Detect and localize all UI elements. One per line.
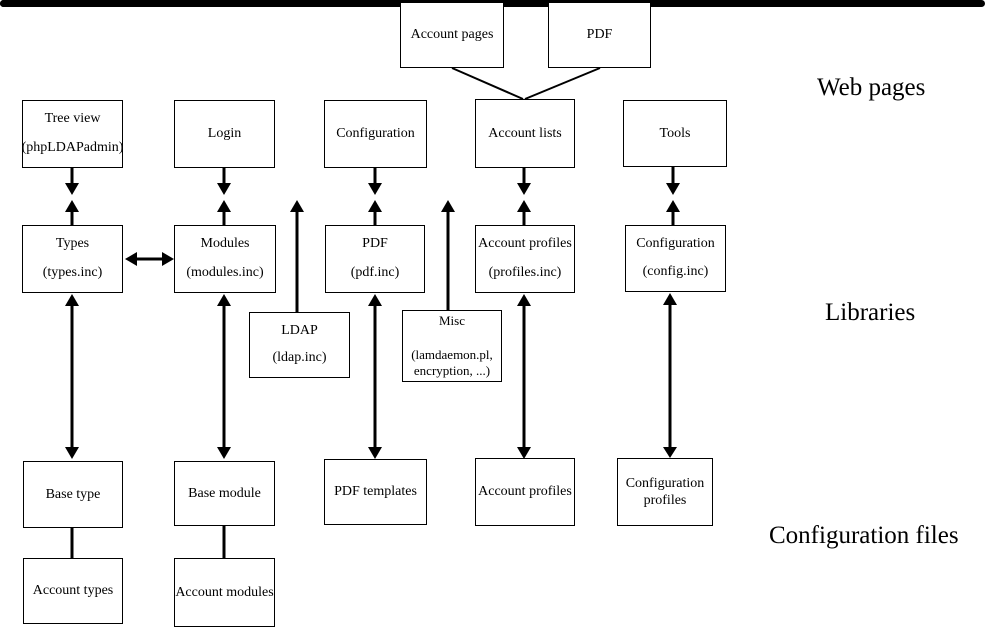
node-label: Tools <box>659 125 691 141</box>
edge-tools-configuration-lib <box>666 167 680 226</box>
node-label: LDAP <box>281 323 318 338</box>
node-label: Base module <box>188 485 261 501</box>
node-label: Types <box>55 236 90 251</box>
node-label: Account pages <box>410 27 494 42</box>
edge-ldap-to-bus <box>290 200 304 313</box>
node-label: Configuration <box>636 236 715 251</box>
node-label: Misc <box>439 313 465 328</box>
node-login: Login <box>174 100 275 168</box>
node-sublabel: (profiles.inc) <box>488 265 562 280</box>
edge-config-lib-config-profiles <box>663 293 677 458</box>
edge-pdf-lib-pdf-templates <box>368 294 382 459</box>
node-sublabel: (modules.inc) <box>186 265 264 280</box>
node-configuration-lib: Configuration (config.inc) <box>625 225 726 292</box>
node-label: Account profiles <box>478 236 572 251</box>
node-misc-lib: Misc (lamdaemon.pl, encryption, ...) <box>402 310 502 382</box>
node-pdf-templates: PDF templates <box>324 459 427 525</box>
node-account-lists: Account lists <box>475 99 575 168</box>
node-sublabel: profiles <box>643 493 687 508</box>
node-tree-view: Tree view (phpLDAPadmin) <box>22 100 123 168</box>
node-account-profiles-lib: Account profiles (profiles.inc) <box>475 225 575 293</box>
node-base-type: Base type <box>23 461 123 528</box>
node-label: Configuration <box>625 476 705 491</box>
node-ldap-lib: LDAP (ldap.inc) <box>249 312 350 378</box>
node-pdf-page: PDF <box>548 2 651 68</box>
edge-configuration-pdf-lib <box>368 168 382 226</box>
node-label: Login <box>207 126 242 141</box>
edge-types-base-type <box>65 294 79 459</box>
node-base-module: Base module <box>174 461 275 526</box>
node-pdf-lib: PDF (pdf.inc) <box>325 225 425 293</box>
node-label: Account modules <box>175 584 274 600</box>
node-account-pages: Account pages <box>400 2 504 68</box>
node-configuration-page: Configuration <box>324 100 427 168</box>
node-account-types: Account types <box>23 558 123 624</box>
section-label-configuration-files: Configuration files <box>769 522 959 549</box>
node-account-profiles-files: Account profiles <box>475 458 575 526</box>
section-label-libraries: Libraries <box>825 299 916 326</box>
edge-profiles-lib-profiles-files <box>517 294 531 459</box>
edge-types-modules <box>125 252 174 266</box>
node-label: Account profiles <box>478 484 572 499</box>
node-label: Account lists <box>488 125 562 141</box>
edge-login-modules <box>217 168 231 226</box>
node-label: Base type <box>45 486 101 502</box>
node-modules-lib: Modules (modules.inc) <box>174 225 276 293</box>
edge-tree-view-types <box>65 168 79 226</box>
node-label: PDF <box>586 27 613 42</box>
node-sublabel: (pdf.inc) <box>350 265 400 280</box>
node-label: PDF templates <box>334 484 417 499</box>
node-label: PDF <box>362 236 388 251</box>
node-sublabel: (ldap.inc) <box>272 350 327 365</box>
node-label: Account types <box>32 583 114 598</box>
node-sublabel: (types.inc) <box>42 265 103 280</box>
edge-account-lists-account-profiles <box>517 168 531 226</box>
node-label: Modules <box>200 236 250 251</box>
edge-account-pages-to-account-lists <box>451 67 524 100</box>
node-label: Configuration <box>336 126 415 141</box>
node-tools: Tools <box>623 100 727 167</box>
node-account-modules: Account modules <box>174 558 275 627</box>
edge-misc-to-bus <box>441 200 455 311</box>
node-configuration-profiles: Configuration profiles <box>617 458 713 526</box>
node-label: Tree view <box>44 111 101 126</box>
edge-pdf-page-to-account-lists <box>524 67 601 100</box>
edge-modules-base-module <box>217 294 231 459</box>
node-sublabel: (config.inc) <box>642 264 709 279</box>
node-sublabel: (phpLDAPadmin) <box>21 140 124 155</box>
section-label-web-pages: Web pages <box>817 74 926 101</box>
node-sublabel: (lamdaemon.pl, encryption, ...) <box>411 347 493 378</box>
node-types-lib: Types (types.inc) <box>22 225 123 293</box>
